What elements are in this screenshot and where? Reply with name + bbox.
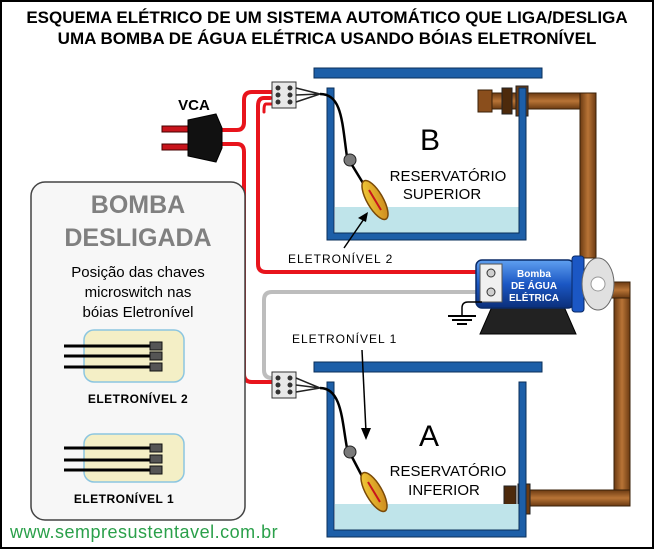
status-panel: BOMBA DESLIGADA Posição das chaves micro… (30, 181, 246, 521)
junction-bottom-screw-2 (275, 382, 281, 388)
junction-bottom-screw-4 (287, 375, 293, 381)
wire-plug-to-junction-top (218, 90, 274, 132)
tank-a-float-weight (343, 445, 357, 459)
tank-a-lid (313, 361, 543, 373)
junction-bottom (271, 371, 321, 399)
pipe-top-cap (477, 89, 493, 113)
ground-symbol (448, 301, 482, 325)
microswitch-2-label: ELETRONÍVEL 2 (88, 391, 188, 406)
tank-b-name-line-2: SUPERIOR (403, 186, 482, 203)
junction-top-screw-1 (275, 85, 281, 91)
tank-b-float-cable (319, 92, 349, 158)
sensor-2-arrowhead (358, 212, 368, 222)
tank-b-float-weight (343, 153, 357, 167)
title-line-2: UMA BOMBA DE ÁGUA ELÉTRICA USANDO BÓIAS … (57, 29, 597, 48)
pump-label-line-2: DE ÁGUA (511, 279, 557, 292)
pump-terminal-1 (486, 268, 496, 278)
pump-impeller-center (590, 276, 606, 292)
pipe-right-vertical-lower (613, 283, 631, 505)
status-description-line-1: Posição das chaves (71, 264, 204, 281)
microswitch-1-diagram: ELETRONÍVEL 1 (64, 433, 185, 506)
tank-b: B RESERVATÓRIO SUPERIOR (313, 67, 543, 241)
tank-a-float-stripe (367, 481, 381, 503)
junction-top-screw-5 (287, 92, 293, 98)
pipe-top-horizontal (479, 92, 591, 110)
wire-junction-top-stub (262, 102, 274, 114)
tank-b-name-line-1: RESERVATÓRIO (390, 168, 507, 185)
junction-bottom-screw-5 (287, 382, 293, 388)
microswitch-1-box (83, 433, 185, 483)
plug-body (187, 113, 223, 163)
junction-top-screw-3 (275, 99, 281, 105)
sensor-2-label: ELETRONÍVEL 2 (288, 251, 393, 266)
sensor-1-arrow-line (361, 349, 367, 433)
water-pump: Bomba DE ÁGUA ELÉTRICA (475, 255, 615, 335)
tank-b-letter: B (420, 124, 440, 157)
tank-b-walls (326, 87, 527, 241)
power-plug: VCA (161, 97, 223, 163)
junction-bottom-leads (295, 377, 321, 393)
junction-bottom-screw-1 (275, 375, 281, 381)
tank-a: A RESERVATÓRIO INFERIOR (313, 361, 543, 538)
microswitch-1-contact-2 (149, 454, 163, 464)
pump-label-line-1: Bomba (517, 269, 551, 280)
junction-top-screw-6 (287, 99, 293, 105)
tank-a-letter: A (419, 420, 439, 453)
junction-bottom-screw-3 (275, 389, 281, 395)
title-line-1: ESQUEMA ELÉTRICO DE UM SISTEMA AUTOMÁTIC… (26, 8, 628, 27)
microswitch-2-contact-1 (149, 341, 163, 351)
plug-prong-bottom (161, 143, 191, 151)
website-footer: www.sempresustentavel.com.br (9, 522, 278, 542)
sensor-2-arrow-line (343, 215, 367, 249)
microswitch-2-diagram: ELETRONÍVEL 2 (64, 329, 188, 406)
microswitch-2-contact-2 (149, 351, 163, 361)
wire-pump-to-junction-bottom (262, 290, 492, 380)
junction-top-leads (295, 87, 321, 103)
status-state-line-1: BOMBA (91, 191, 185, 219)
tank-a-name-line-2: INFERIOR (408, 482, 480, 499)
tank-a-walls (326, 381, 527, 538)
pipe-bottom-horizontal (521, 489, 631, 507)
diagram-title: ESQUEMA ELÉTRICO DE UM SISTEMA AUTOMÁTIC… (2, 7, 652, 49)
tank-b-lid (313, 67, 543, 79)
junction-bottom-screw-6 (287, 389, 293, 395)
pump-label-line-3: ELÉTRICA (509, 291, 559, 304)
plug-prong-top (161, 125, 191, 133)
wire-junction-top-to-pump (256, 96, 490, 274)
junction-top (271, 81, 321, 109)
tank-a-water (335, 504, 519, 530)
ground-wire (461, 301, 482, 316)
pump-terminal-box (479, 263, 503, 303)
microswitch-1-contact-1 (149, 443, 163, 453)
microswitch-2-contact-3 (149, 362, 163, 372)
tank-a-name-line-1: RESERVATÓRIO (390, 463, 507, 480)
pipe-right-vertical-upper (579, 92, 597, 259)
vca-label: VCA (178, 97, 210, 114)
sensor-1-label: ELETRONÍVEL 1 (292, 331, 397, 346)
status-state-line-2: DESLIGADA (64, 224, 211, 252)
sensor-1-arrowhead (361, 428, 371, 440)
pump-terminal-2 (486, 287, 496, 297)
junction-top-screw-4 (287, 85, 293, 91)
status-description-line-2: microswitch nas (85, 284, 192, 301)
status-description-line-3: bóias Eletronível (83, 304, 194, 321)
microswitch-1-label: ELETRONÍVEL 1 (74, 491, 174, 506)
microswitch-1-contact-3 (149, 465, 163, 475)
junction-top-screw-2 (275, 92, 281, 98)
tank-a-float-cable (319, 386, 349, 449)
pipe-fitting-top-1 (501, 87, 513, 115)
tank-b-float-stripe (368, 189, 382, 211)
